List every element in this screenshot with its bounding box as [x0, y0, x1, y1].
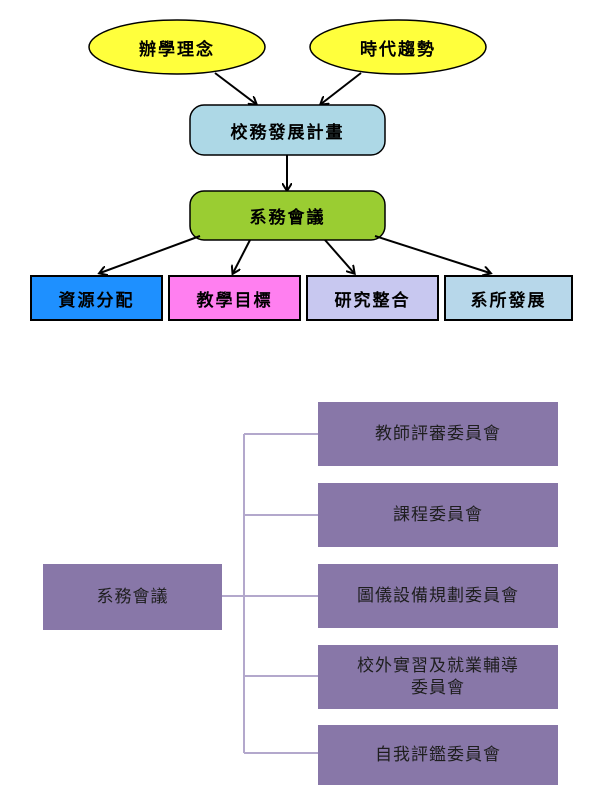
arrow-meeting-to-output-4 — [374, 235, 490, 273]
arrow-meeting-to-output-2 — [233, 239, 251, 273]
arrow-philosophy-to-plan — [214, 72, 256, 104]
org-connectors — [222, 433, 318, 754]
committee-box-2 — [318, 483, 558, 547]
meeting-label: 系務會議 — [249, 208, 326, 228]
output-box-4 — [444, 275, 573, 321]
committee-label-5: 自我評鑑委員會 — [375, 745, 501, 765]
output-box-3 — [306, 275, 439, 321]
plan-label: 校務發展計畫 — [230, 122, 345, 143]
input-oval-trends — [309, 19, 487, 75]
meeting-box — [189, 190, 386, 241]
committee-label-1: 教師評審委員會 — [375, 424, 501, 444]
committee-label-4: 校外實習及就業輔導 委員會 — [357, 656, 519, 698]
arrow-meeting-to-output-3 — [324, 239, 354, 273]
output-label-2: 教學目標 — [196, 290, 273, 311]
input-oval-philosophy — [88, 19, 266, 75]
committee-box-1 — [318, 402, 558, 466]
arrow-meeting-to-output-1 — [100, 235, 201, 273]
committee-label-2: 課程委員會 — [393, 505, 483, 525]
committee-box-4 — [318, 645, 558, 709]
arrow-trends-to-plan — [321, 72, 362, 104]
output-box-2 — [168, 275, 301, 321]
committee-label-3: 圖儀設備規劃委員會 — [357, 586, 519, 606]
org-root-label: 系務會議 — [96, 587, 169, 607]
output-box-1 — [30, 275, 163, 321]
committee-box-5 — [318, 725, 558, 785]
committee-box-3 — [318, 564, 558, 628]
output-label-3: 研究整合 — [334, 290, 411, 311]
output-label-1: 資源分配 — [58, 290, 135, 311]
org-root-box — [43, 564, 222, 630]
input-label-philosophy: 辦學理念 — [139, 39, 215, 60]
output-label-4: 系所發展 — [470, 290, 547, 311]
input-label-trends: 時代趨勢 — [360, 39, 436, 60]
